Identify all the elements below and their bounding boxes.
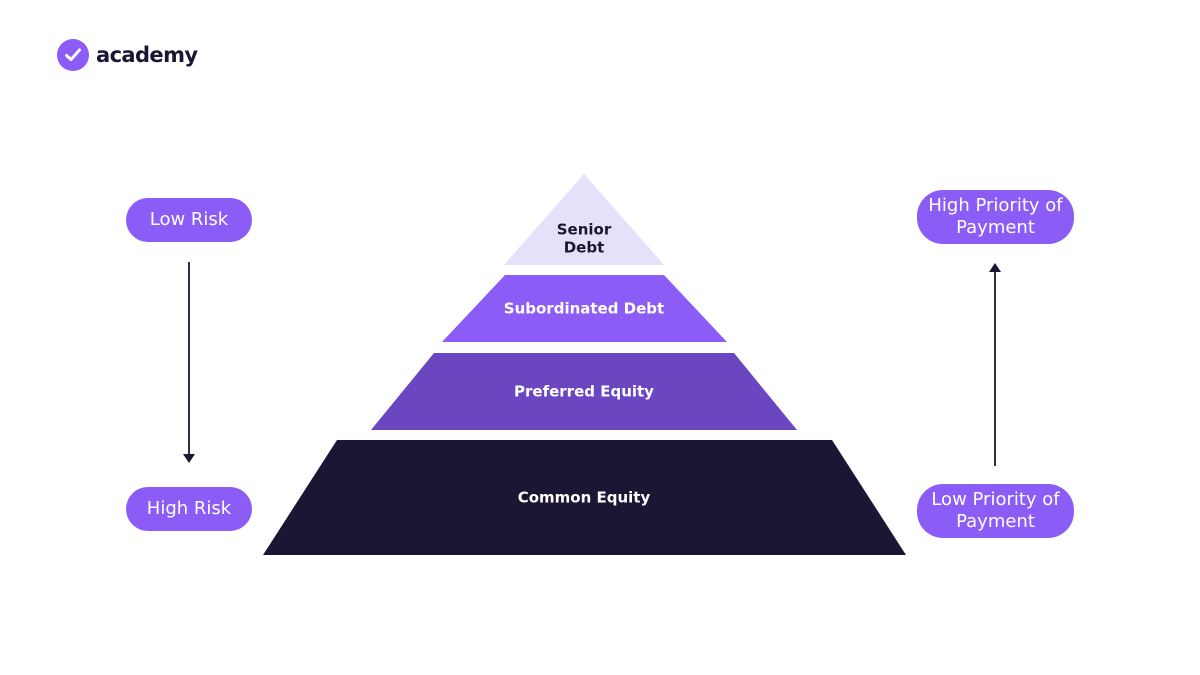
priority-arrow-up	[989, 263, 1001, 466]
brand-name: academy	[96, 43, 198, 67]
tier-preferred-equity	[371, 353, 797, 430]
tier-subordinated-debt-label: Subordinated Debt	[504, 300, 664, 318]
tier-preferred-equity-label: Preferred Equity	[514, 383, 654, 401]
tier-senior-debt-label: Senior	[557, 221, 612, 239]
low-risk-label: Low Risk	[126, 198, 252, 242]
tier-common-equity	[263, 440, 906, 555]
tier-common-equity-label: Common Equity	[518, 489, 651, 507]
risk-arrow-down	[183, 262, 195, 463]
check-badge-icon	[57, 39, 89, 71]
high-risk-label: High Risk	[126, 487, 252, 531]
low-priority-label: Low Priority of Payment	[917, 484, 1074, 538]
brand-logo: academy	[57, 39, 198, 71]
tier-subordinated-debt	[442, 275, 727, 342]
tier-senior-debt	[504, 174, 664, 265]
high-priority-label: High Priority of Payment	[917, 190, 1074, 244]
tier-senior-debt-label: Debt	[564, 239, 605, 257]
